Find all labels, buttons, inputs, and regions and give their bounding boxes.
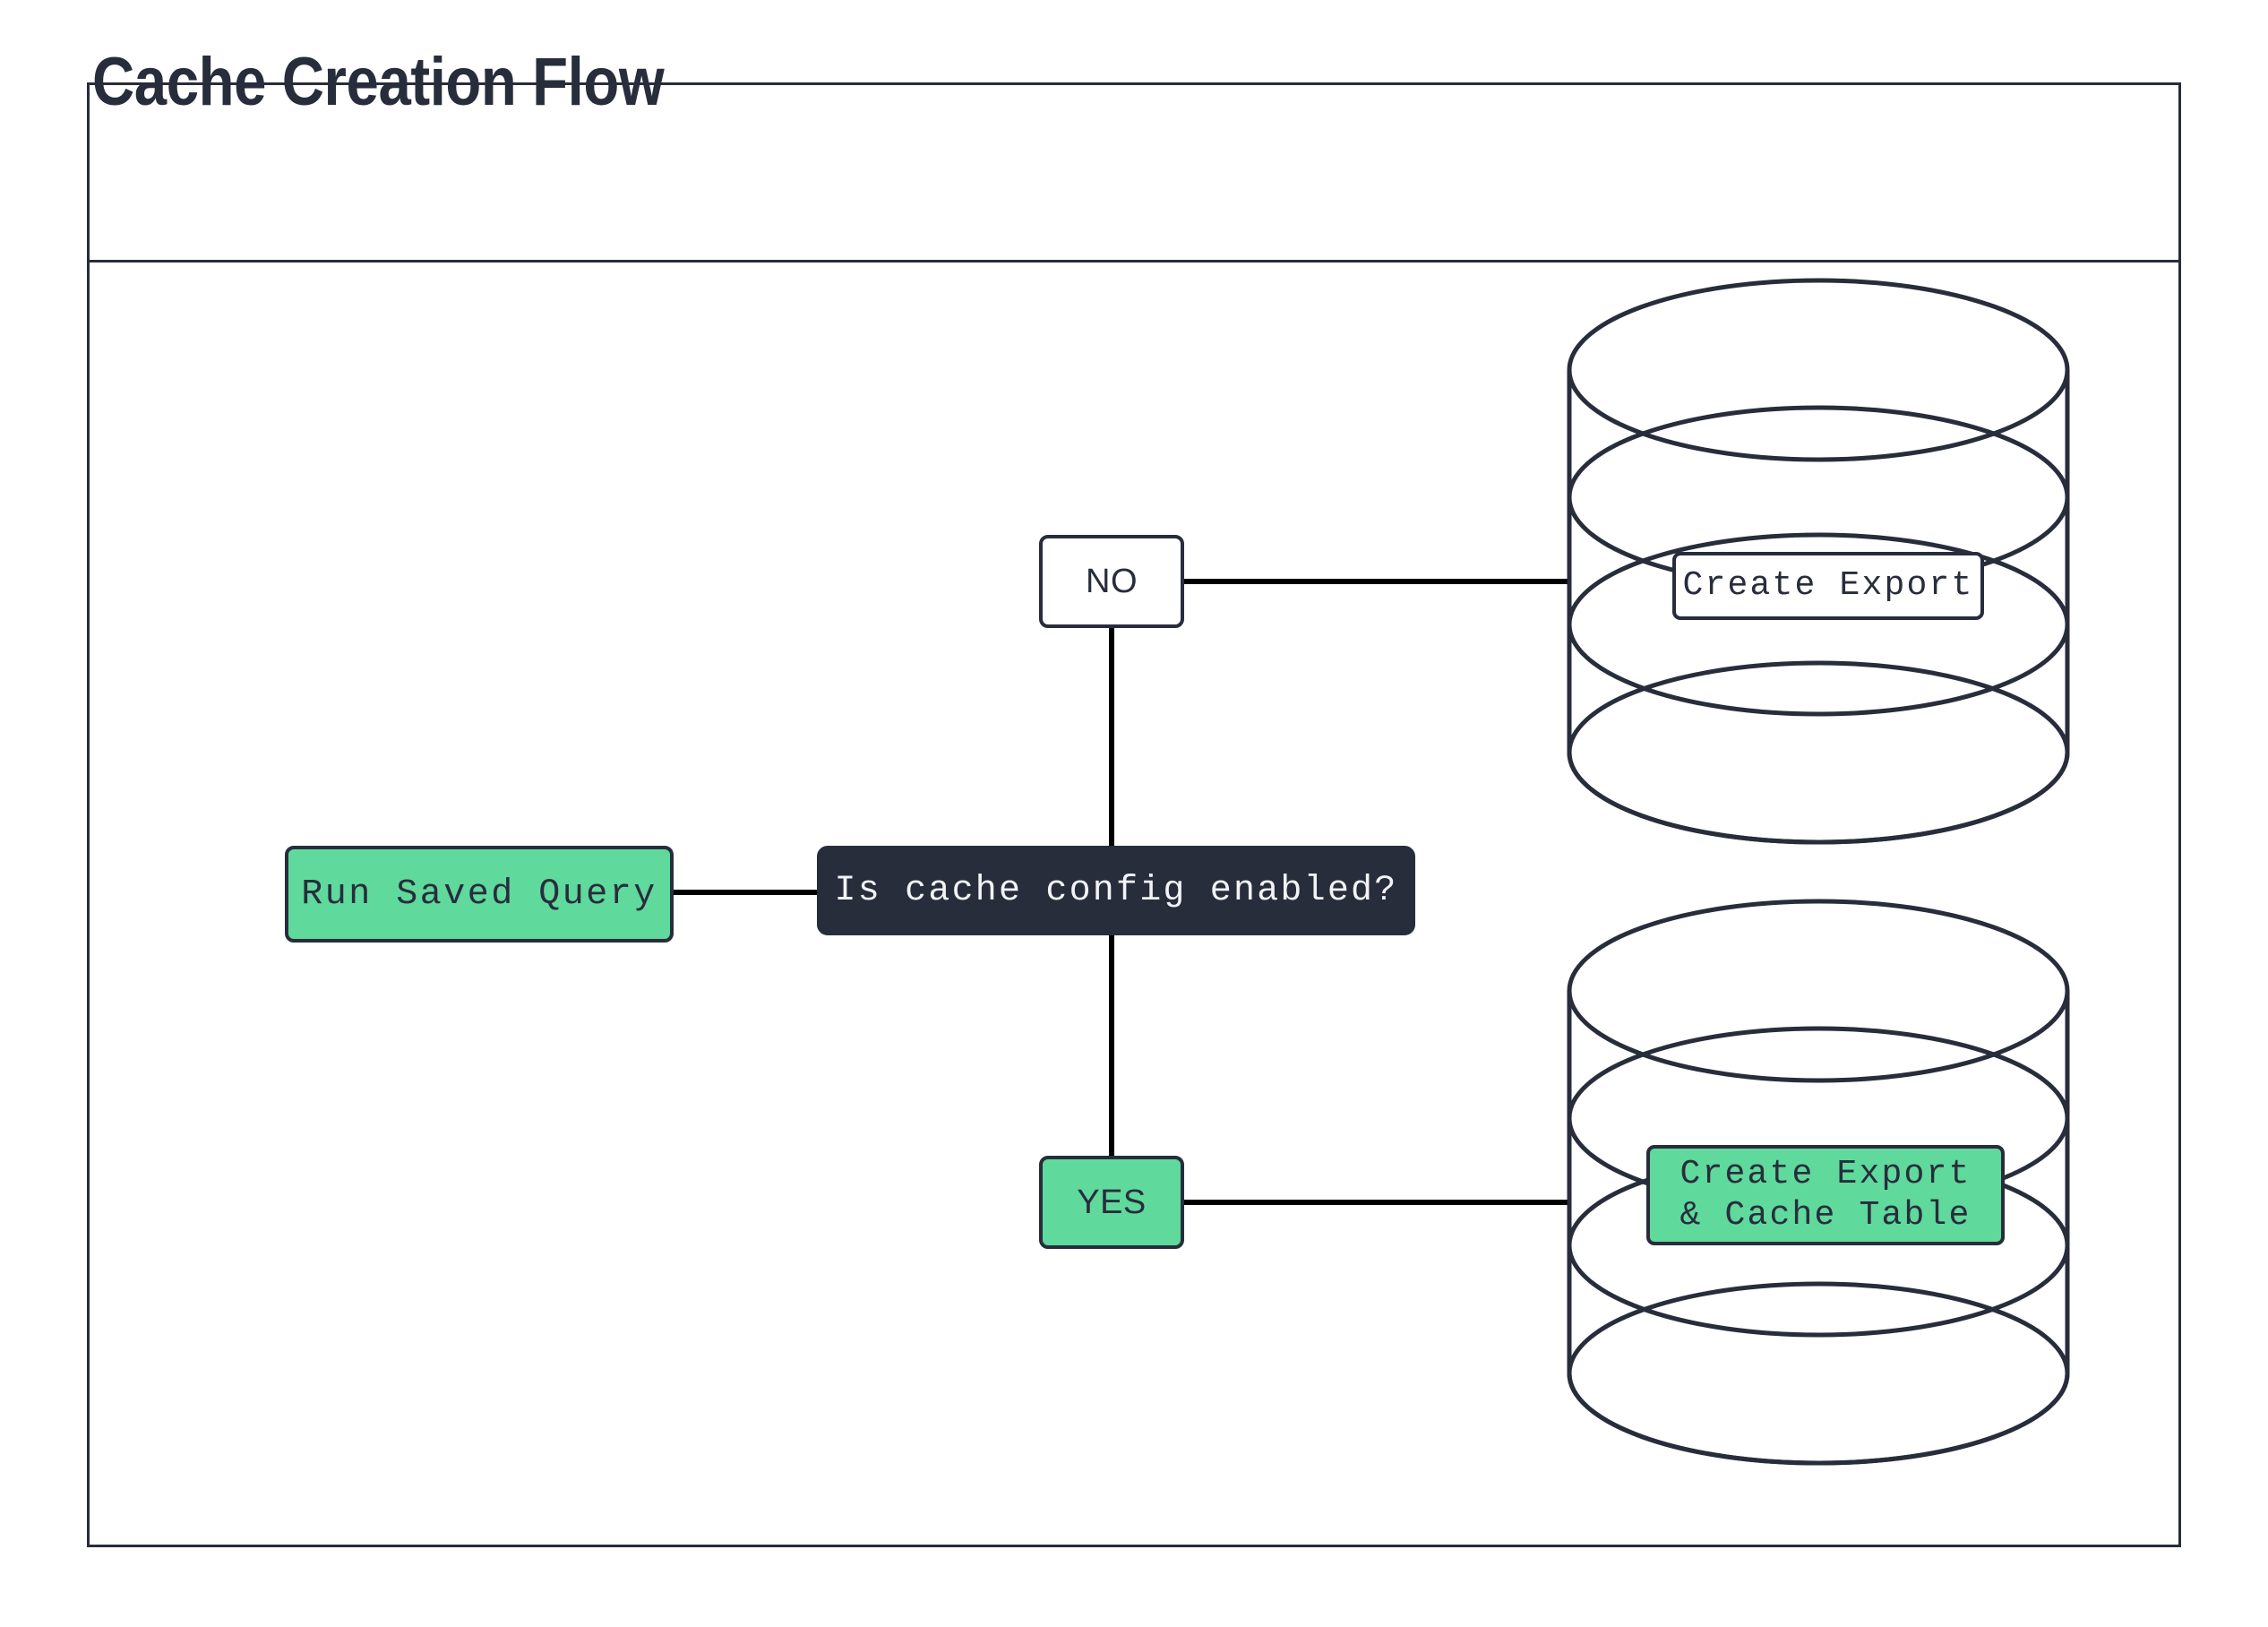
node-run-saved-query[interactable]: Run Saved Query: [285, 846, 674, 943]
node-branch-no[interactable]: NO: [1039, 535, 1184, 628]
node-database-bottom-label-create-export-and-cache-table[interactable]: Create Export & Cache Table: [1646, 1145, 2005, 1245]
page-title: Cache Creation Flow: [92, 44, 665, 120]
node-database-top-label-create-export[interactable]: Create Export: [1672, 552, 1984, 620]
diagram-frame: [87, 82, 2181, 1547]
node-decision-is-cache-config-enabled[interactable]: Is cache config enabled?: [817, 846, 1415, 935]
node-branch-yes[interactable]: YES: [1039, 1156, 1184, 1249]
diagram-header: [90, 85, 2178, 263]
